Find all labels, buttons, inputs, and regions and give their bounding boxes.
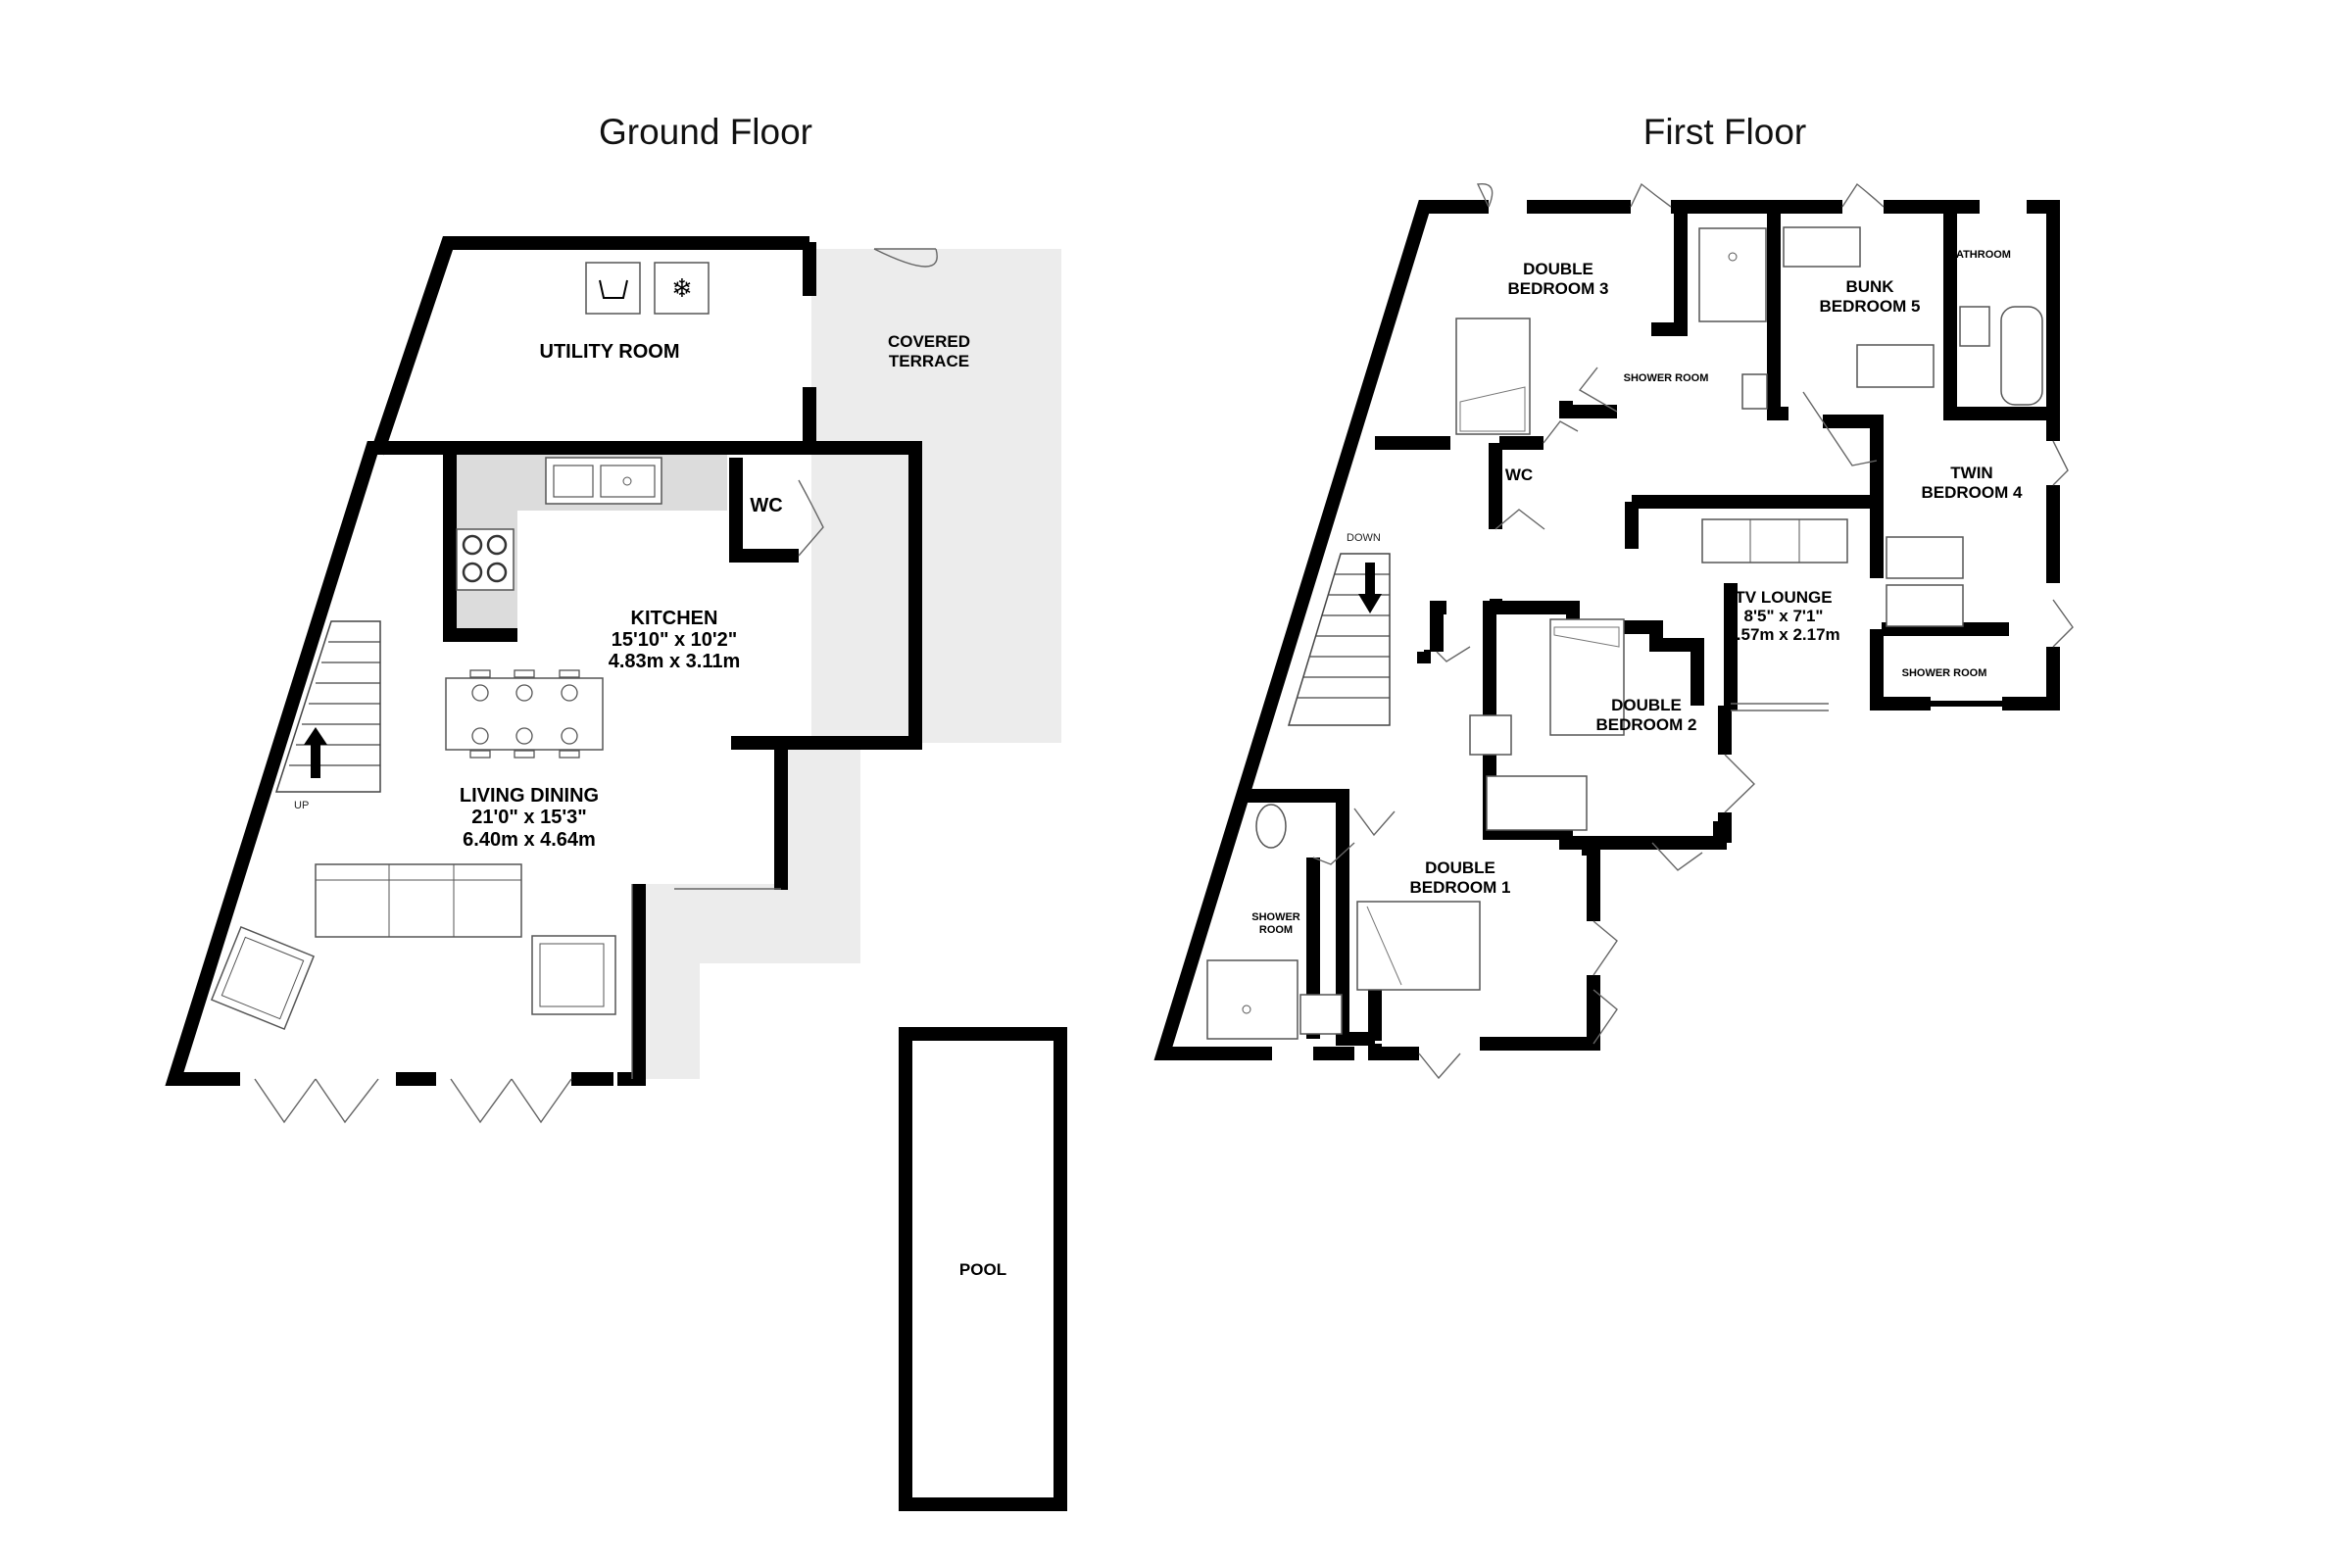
first-floor-plan: DOWN — [1153, 182, 2074, 1080]
first-floor-doors — [1312, 182, 2074, 1080]
first-floor-stairs — [1287, 553, 1391, 726]
pool: POOL — [899, 1027, 1067, 1511]
living-metric: 6.40m x 4.64m — [463, 829, 596, 851]
ground-stairs — [274, 620, 381, 793]
ground-floor-walls — [165, 236, 922, 1086]
first-floor-walls — [1153, 200, 2060, 1060]
bedroom-1-label-1: DOUBLE — [1425, 858, 1495, 877]
freezer: ❄ — [654, 262, 710, 315]
kitchen-label: KITCHEN — [631, 608, 718, 629]
bedroom-5-label-1: BUNK — [1845, 277, 1894, 296]
bedroom-2-label-1: DOUBLE — [1611, 696, 1682, 714]
basin-shower-top — [1741, 373, 1768, 410]
tv-lounge-label: TV LOUNGE — [1735, 588, 1832, 607]
bunk-beds — [1783, 226, 1935, 388]
ground-floor-title: Ground Floor — [599, 112, 812, 152]
dining-table — [445, 669, 604, 759]
bath-tub — [2000, 306, 2043, 406]
up-label: UP — [294, 800, 309, 811]
ground-wc-label: WC — [750, 495, 782, 516]
kitchen-sink — [545, 457, 662, 505]
bed-bedroom-2 — [1549, 618, 1625, 736]
shower-tray-left — [1206, 959, 1298, 1040]
shower-room-top-label: SHOWER ROOM — [1624, 372, 1709, 384]
shower-left-label-2: ROOM — [1259, 924, 1293, 936]
shower-tray-top — [1698, 227, 1767, 322]
twin-beds — [1886, 536, 1964, 627]
living-sofa — [315, 863, 522, 938]
covered-terrace-area — [639, 249, 1061, 1079]
washing-machine — [585, 262, 641, 315]
basin-shower-left — [1299, 994, 1343, 1035]
bedroom-4-label-1: TWIN — [1950, 464, 1992, 482]
bed-bedroom-1 — [1356, 901, 1481, 991]
utility-room-label: UTILITY ROOM — [540, 341, 680, 363]
tv-lounge-metric: 2.57m x 2.17m — [1727, 625, 1839, 644]
bedroom-4-label-2: BEDROOM 4 — [1922, 483, 2024, 502]
shower-room-right-label: SHOWER ROOM — [1902, 667, 1987, 679]
ground-floor-doors — [254, 248, 938, 1124]
svg-text:❄: ❄ — [671, 274, 693, 304]
covered-terrace-label-2: TERRACE — [889, 352, 969, 370]
shower-left-label-1: SHOWER — [1251, 911, 1300, 923]
armchair-right — [531, 935, 616, 1015]
living-imperial: 21'0" x 15'3" — [471, 807, 586, 828]
kitchen-metric: 4.83m x 3.11m — [609, 651, 741, 672]
bed-bedroom-3 — [1455, 318, 1531, 435]
kitchen-imperial: 15'10" x 10'2" — [612, 629, 738, 651]
first-floor-title: First Floor — [1643, 112, 1807, 152]
pool-label: POOL — [959, 1260, 1006, 1279]
first-wc-label: WC — [1505, 466, 1533, 484]
bedroom-3-label-1: DOUBLE — [1523, 260, 1593, 278]
bedroom-2-label-2: BEDROOM 2 — [1596, 715, 1697, 734]
bedroom-3-label-2: BEDROOM 3 — [1508, 279, 1609, 298]
armchair-left — [210, 925, 316, 1031]
bathroom-label: BATHROOM — [1948, 249, 2011, 261]
hob-cooker — [456, 528, 514, 591]
tv-lounge-sofa — [1701, 518, 1848, 564]
tv-lounge-imperial: 8'5" x 7'1" — [1744, 607, 1824, 625]
bedroom-1-label-2: BEDROOM 1 — [1410, 878, 1511, 897]
living-dining-label: LIVING DINING — [460, 785, 599, 807]
down-label: DOWN — [1347, 532, 1381, 544]
bathroom-basin — [1959, 306, 1990, 347]
ground-floor-plan: ❄ — [165, 236, 1067, 1511]
bedroom-5-label-2: BEDROOM 5 — [1820, 297, 1921, 316]
basin-bedroom-2 — [1469, 714, 1512, 756]
covered-terrace-label-1: COVERED — [888, 332, 970, 351]
shower-tray-bedroom-2 — [1486, 775, 1588, 831]
toilet-shower-room-left — [1255, 804, 1287, 849]
